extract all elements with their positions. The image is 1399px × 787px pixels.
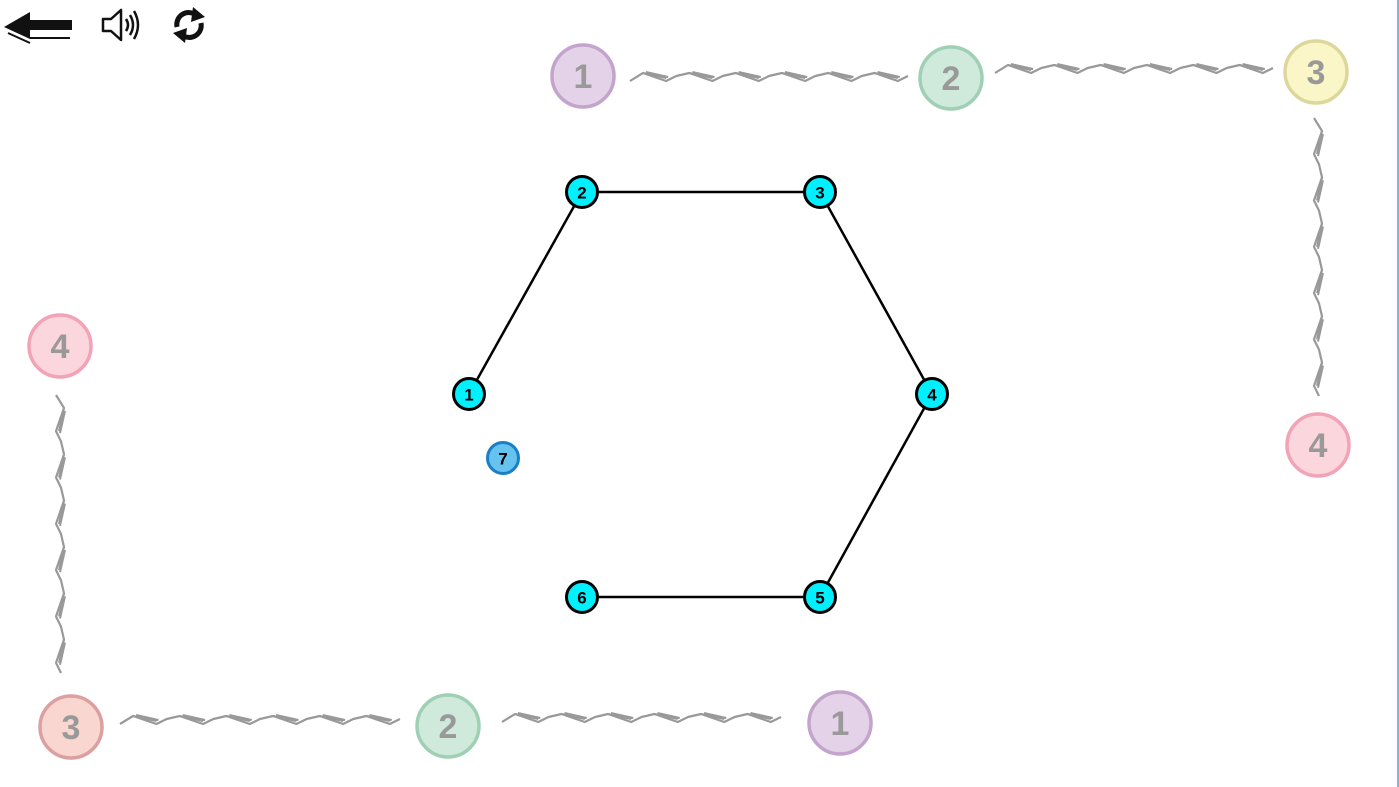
badge-label: 1 xyxy=(831,705,850,743)
frame-border xyxy=(1397,0,1399,787)
badge-label: 4 xyxy=(51,328,70,366)
node-label: 1 xyxy=(464,386,473,405)
node-label: 5 xyxy=(815,589,824,608)
restart-button[interactable] xyxy=(169,5,209,45)
score-badge-top-2: 2 xyxy=(918,45,984,111)
node-label: 4 xyxy=(927,386,937,405)
node-label: 2 xyxy=(577,184,586,203)
sound-button[interactable] xyxy=(100,6,142,44)
nodes-layer: 1 2 3 4 5 6 7 xyxy=(452,175,949,614)
score-badge-right-4: 4 xyxy=(1285,412,1351,478)
puzzle-node-6[interactable]: 6 xyxy=(565,580,599,614)
badge-label: 1 xyxy=(574,58,593,96)
edge-3-4 xyxy=(818,191,934,395)
badge-label: 3 xyxy=(62,709,81,747)
score-badge-bottom-1: 1 xyxy=(807,690,873,756)
back-button[interactable] xyxy=(2,8,74,44)
puzzle-node-2[interactable]: 2 xyxy=(565,175,599,209)
edge-4-5 xyxy=(818,393,934,598)
node-label: 3 xyxy=(815,184,824,203)
chain-connector xyxy=(629,71,909,83)
node-label: 7 xyxy=(498,450,507,469)
score-badge-top-3: 3 xyxy=(1283,39,1349,105)
node-label: 6 xyxy=(577,589,586,608)
refresh-icon xyxy=(173,7,205,43)
badges-layer: 1 2 3 4 4 3 2 1 xyxy=(27,39,1351,760)
puzzle-node-7[interactable]: 7 xyxy=(486,441,520,475)
edges-layer xyxy=(467,190,934,599)
chain-connector xyxy=(994,63,1274,75)
speaker-icon xyxy=(101,8,140,42)
back-arrow-icon xyxy=(4,12,72,44)
badge-label: 2 xyxy=(439,708,458,746)
score-badge-bottom-2: 2 xyxy=(415,693,481,759)
edge-1-2 xyxy=(467,191,584,395)
score-badge-bottom-3: 3 xyxy=(38,694,104,760)
chain-connector xyxy=(1312,117,1324,397)
badge-label: 4 xyxy=(1309,427,1328,465)
puzzle-node-4[interactable]: 4 xyxy=(915,377,949,411)
chain-connector xyxy=(54,394,66,674)
puzzle-node-5[interactable]: 5 xyxy=(803,580,837,614)
chains-layer xyxy=(54,63,1324,726)
chain-connector xyxy=(119,714,401,726)
score-badge-left-4: 4 xyxy=(27,313,93,379)
score-badge-top-1: 1 xyxy=(550,43,616,109)
puzzle-node-3[interactable]: 3 xyxy=(803,175,837,209)
chain-connector xyxy=(501,712,782,724)
badge-label: 2 xyxy=(942,60,961,98)
badge-label: 3 xyxy=(1307,54,1326,92)
puzzle-node-1[interactable]: 1 xyxy=(452,377,486,411)
